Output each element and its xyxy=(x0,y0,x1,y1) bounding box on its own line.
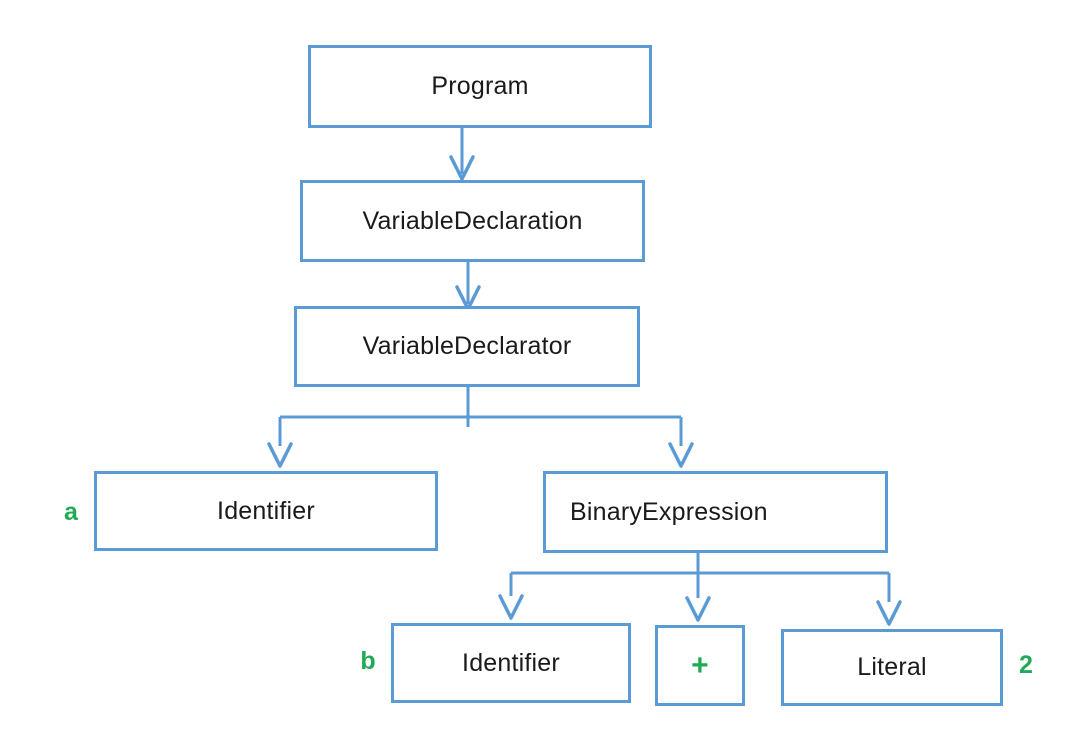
node-identifier-a: Identifier xyxy=(94,471,438,551)
node-variable-declaration: VariableDeclaration xyxy=(300,180,645,262)
arrowhead-down-icon xyxy=(449,155,475,181)
edge-variabledeclarator-branch xyxy=(267,387,694,468)
edge-binaryexpression-branch xyxy=(498,551,902,626)
edge-program-to-variabledeclaration xyxy=(449,128,475,181)
annotation-identifier-b-value: b xyxy=(360,646,376,675)
node-binary-expression: BinaryExpression xyxy=(543,471,888,553)
node-variable-declarator: VariableDeclarator xyxy=(294,306,640,387)
arrowhead-down-icon xyxy=(668,442,694,468)
edge-variabledeclaration-to-variabledeclarator xyxy=(455,262,481,311)
node-literal: Literal xyxy=(781,629,1003,706)
node-program: Program xyxy=(308,45,652,128)
node-operator-plus: + xyxy=(655,625,745,706)
node-identifier-b: Identifier xyxy=(391,623,631,703)
arrowhead-down-icon xyxy=(685,596,711,622)
annotation-literal-value: 2 xyxy=(1019,650,1033,679)
arrowhead-down-icon xyxy=(876,600,902,626)
annotation-identifier-a-value: a xyxy=(64,497,78,526)
arrowhead-down-icon xyxy=(498,594,524,620)
arrowhead-down-icon xyxy=(267,442,293,468)
